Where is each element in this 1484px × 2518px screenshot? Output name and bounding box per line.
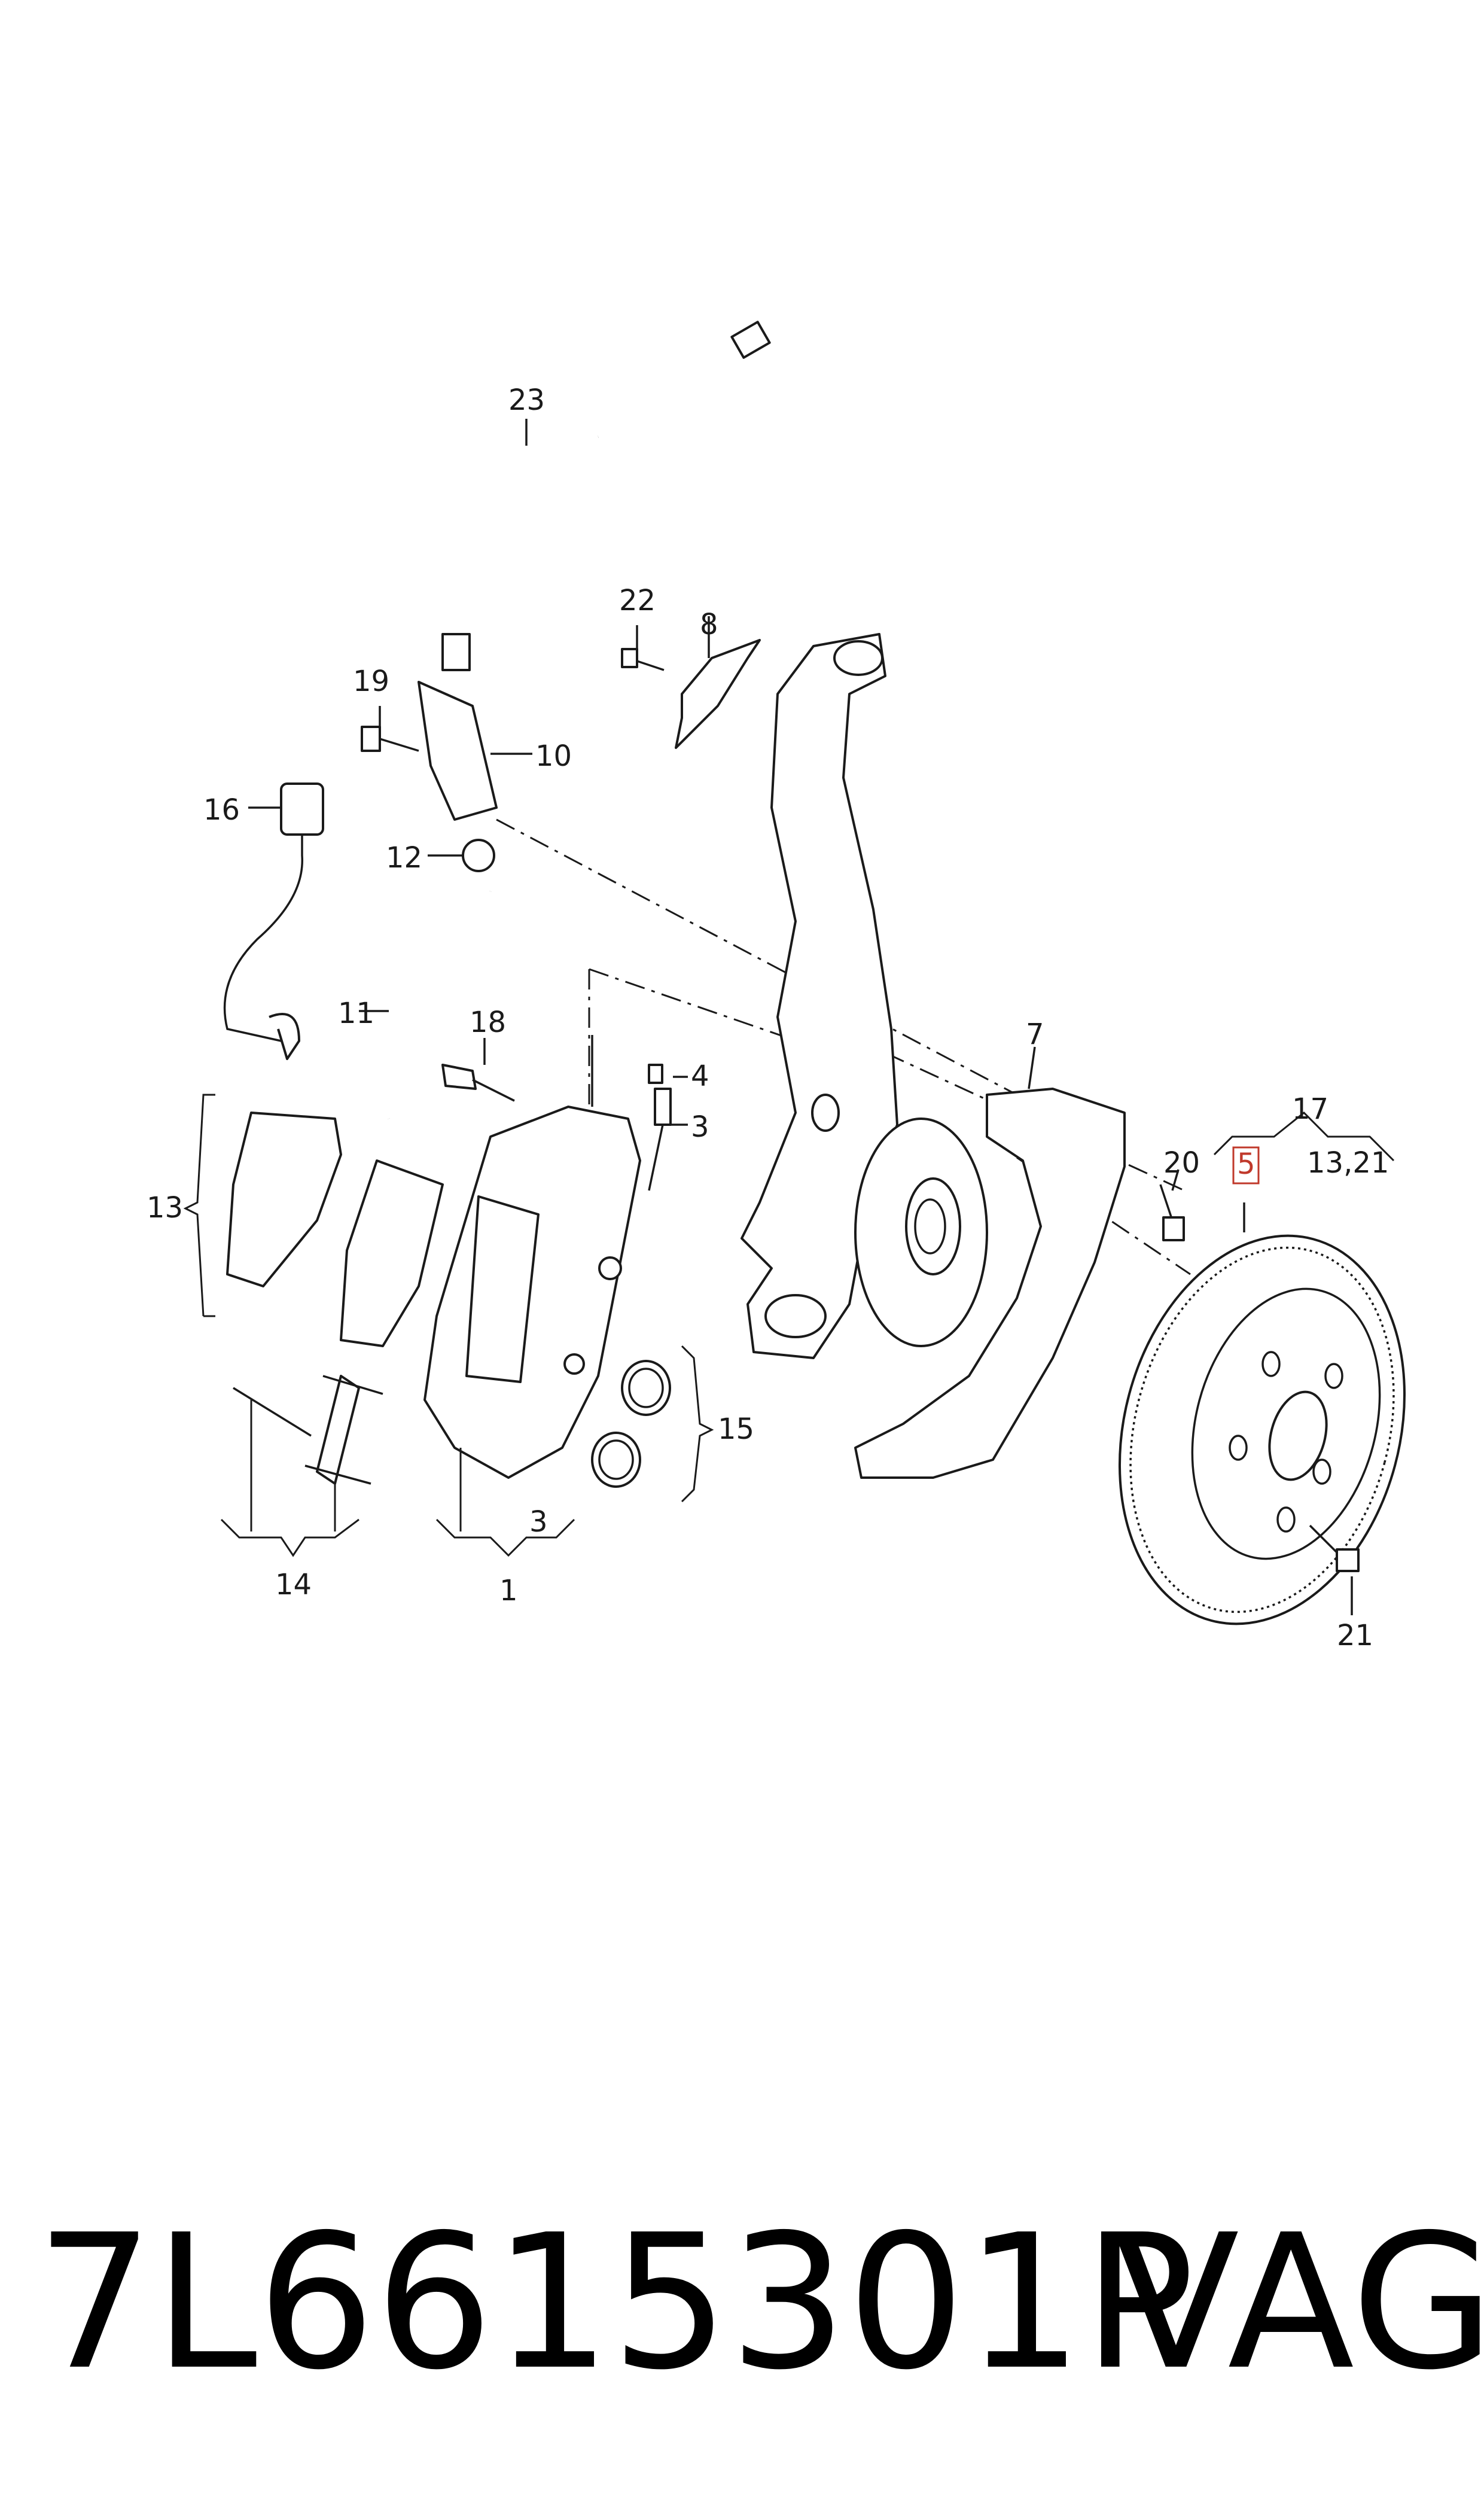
callout-4: 4 (691, 1059, 709, 1093)
splash-shield (854, 1088, 1126, 1479)
callout-18: 18 (470, 1006, 506, 1039)
highlight-box (1232, 1146, 1260, 1185)
seals (591, 1360, 671, 1488)
bleeder-valve (648, 1064, 672, 1191)
brake-disc (1118, 1234, 1406, 1625)
callout-16: 16 (203, 793, 240, 827)
callout-21: 21 (1337, 1619, 1373, 1652)
callout-15: 15 (718, 1412, 754, 1446)
hose-bracket (418, 681, 498, 872)
callout-1: 1 (499, 1574, 518, 1607)
brake-line (381, 891, 492, 1119)
callout-3-lower: 3 (529, 1505, 548, 1539)
callout-11: 11 (338, 997, 374, 1030)
callout-13: 13 (147, 1191, 183, 1225)
callout-7: 7 (1026, 1018, 1044, 1051)
callout-14: 14 (275, 1568, 312, 1601)
caliper-bolt (441, 1064, 515, 1102)
brake-hose (441, 321, 771, 671)
callout-17: 17 (1292, 1092, 1328, 1126)
callout-20: 20 (1163, 1146, 1200, 1180)
callout-10: 10 (535, 739, 572, 773)
brake-pads (226, 1112, 444, 1347)
callout-8: 8 (700, 608, 718, 641)
callout-5: 5 (1237, 1147, 1256, 1181)
wheel-hub (854, 1118, 988, 1347)
leader-lines (248, 419, 1353, 1615)
steering-knuckle (741, 633, 898, 1359)
exploded-brake-diagram: 23 22 8 19 10 16 12 11 18 4 3 7 13 15 17… (147, 321, 1406, 1652)
bracket-bolt (361, 726, 419, 752)
callout-12: 12 (386, 841, 422, 875)
part-number: 7L6615301P (36, 2195, 1195, 2411)
callout-23: 23 (508, 383, 545, 417)
callout-19: 19 (353, 665, 389, 698)
group-brackets (183, 1094, 1395, 1557)
callout-3-upper: 3 (691, 1110, 709, 1144)
callout-labels: 23 22 8 19 10 16 12 11 18 4 3 7 13 15 17… (147, 383, 1389, 1652)
wear-sensor (223, 783, 324, 1060)
abs-bracket (621, 639, 761, 749)
brand-name: VAG (1113, 2195, 1484, 2411)
callout-17-sub: 13,21 (1307, 1146, 1389, 1180)
callout-22: 22 (619, 584, 656, 617)
shield-bolt (1159, 1184, 1185, 1241)
pad-pins (233, 1375, 383, 1485)
part-caption: 7L6615301P VAG (0, 2166, 1484, 2441)
disc-screw (1309, 1524, 1360, 1572)
brake-caliper (423, 1106, 641, 1479)
